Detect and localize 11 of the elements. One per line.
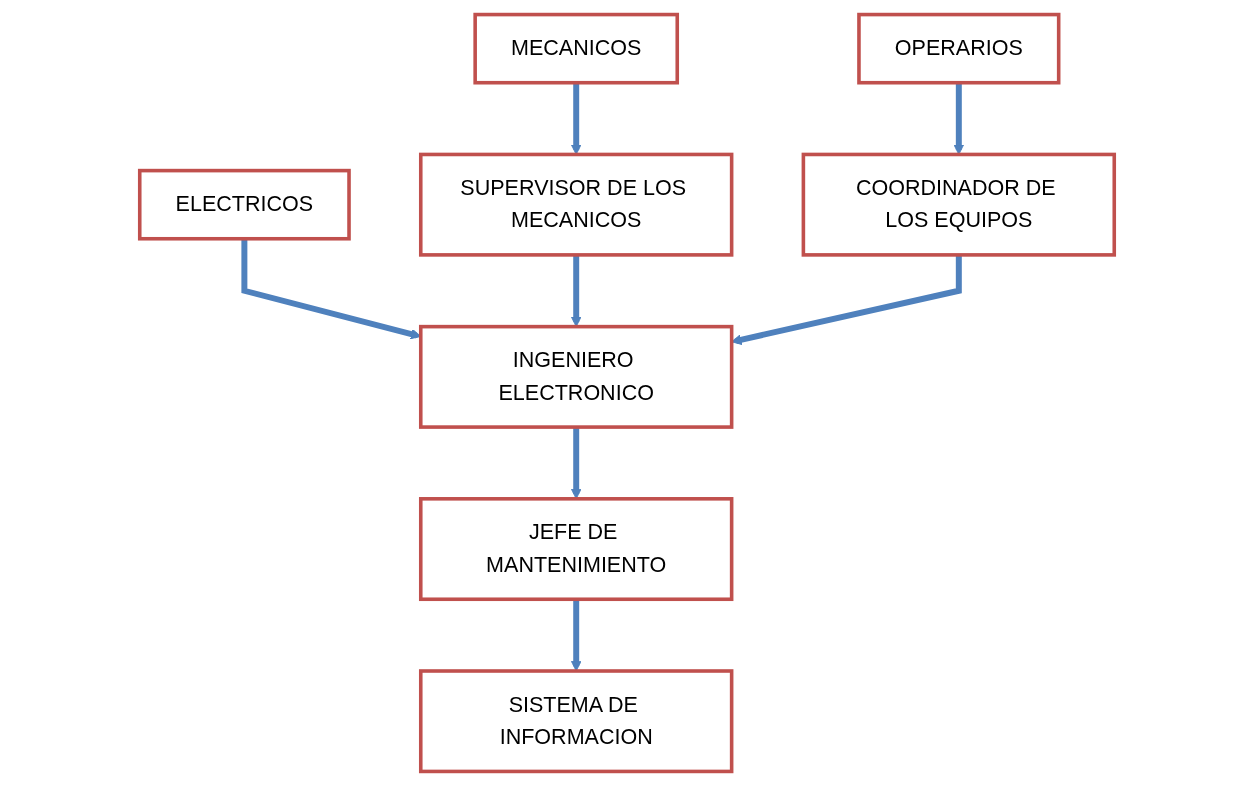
node-box: MECANICOS <box>473 12 680 85</box>
node-box: SUPERVISOR DE LOS MECANICOS <box>418 152 734 257</box>
node-box: COORDINADOR DE LOS EQUIPOS <box>801 152 1117 257</box>
node-box: JEFE DE MANTENIMIENTO <box>418 497 734 602</box>
node-box: ELECTRICOS <box>137 168 351 241</box>
arrow <box>953 82 965 155</box>
node-box: INGENIERO ELECTRONICO <box>418 324 734 429</box>
node-box: SISTEMA DE INFORMACION <box>418 669 734 774</box>
node-box: OPERARIOS <box>857 12 1061 85</box>
arrow <box>570 82 582 155</box>
arrow <box>570 599 582 672</box>
